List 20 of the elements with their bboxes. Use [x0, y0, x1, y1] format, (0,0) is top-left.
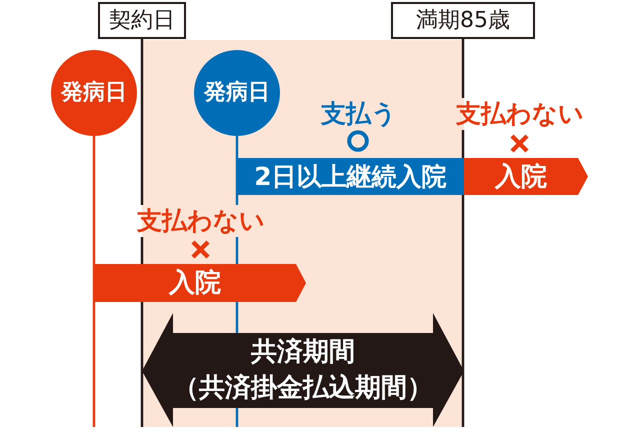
date-label: 満期85歳	[416, 6, 510, 34]
date-label: 契約日	[109, 6, 175, 34]
payment-label: 支払わない	[137, 207, 265, 235]
period-title: 共済期間	[251, 336, 355, 369]
circle-label: 発病日	[61, 79, 127, 107]
date-box	[98, 2, 186, 39]
date-line	[462, 38, 464, 428]
bar-label: 2日以上継続入院	[254, 162, 447, 192]
period-subtitle: （共済掛金払込期間）	[173, 372, 433, 405]
circle-label: 発病日	[204, 79, 270, 107]
payment-label: 支払う	[321, 100, 397, 128]
date-box	[391, 2, 535, 39]
date-line	[92, 136, 96, 427]
payment-label: 支払わない	[456, 100, 584, 128]
date-line	[140, 38, 144, 428]
period-double-arrow	[142, 313, 464, 427]
arrow-label: 入院	[169, 268, 221, 298]
arrow-label: 入院	[495, 162, 547, 192]
stay-arrow	[464, 158, 588, 195]
stay-bar	[237, 158, 464, 195]
